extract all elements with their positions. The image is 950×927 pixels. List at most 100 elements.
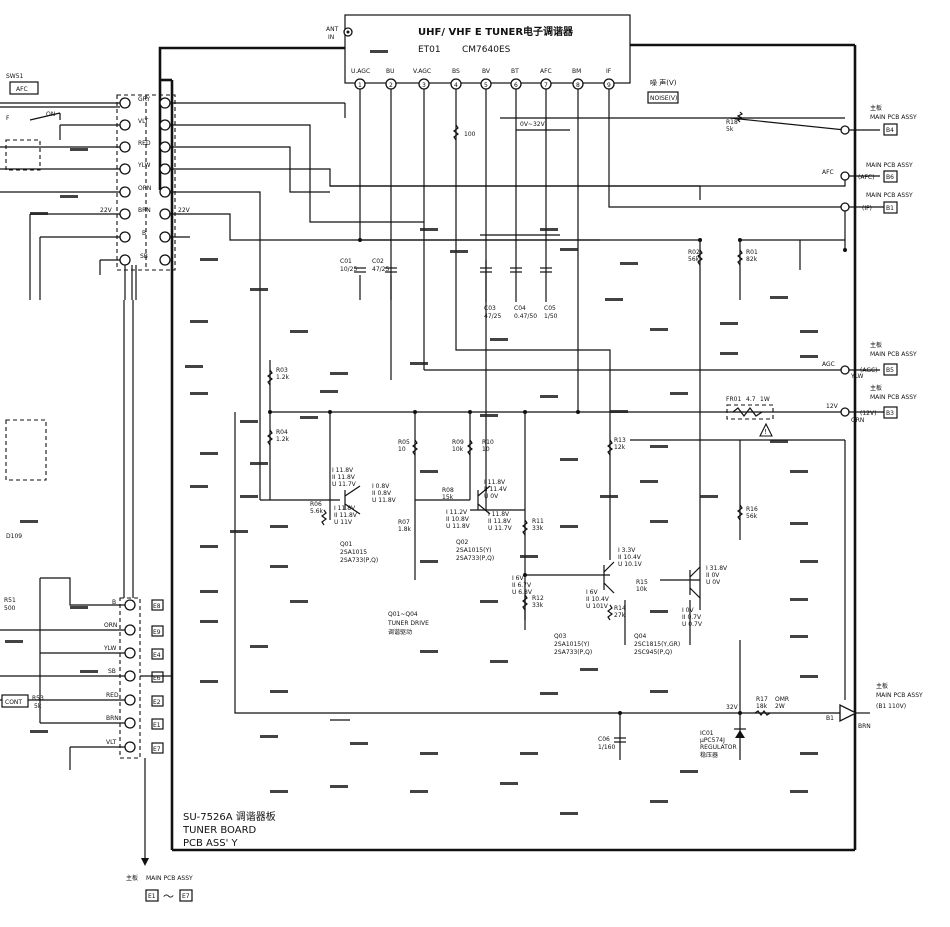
pin-label-9: IF xyxy=(606,68,612,75)
ink-mark xyxy=(260,735,278,738)
svg-text:U 11V: U 11V xyxy=(334,519,353,526)
tuner-model: CM7640ES xyxy=(462,45,511,55)
svg-text:R02: R02 xyxy=(688,249,700,256)
ink-mark xyxy=(540,228,558,231)
ink-mark xyxy=(770,296,788,299)
svg-text:18k: 18k xyxy=(756,703,768,710)
svg-text:B1: B1 xyxy=(826,715,834,722)
svg-text:5.6k: 5.6k xyxy=(310,508,324,515)
wire-label-sb: SB xyxy=(140,253,148,260)
ink-mark xyxy=(520,752,538,755)
ink-mark xyxy=(200,545,218,548)
svg-text:OMR: OMR xyxy=(775,696,789,703)
svg-text:噪 声(V): 噪 声(V) xyxy=(650,78,677,87)
svg-text:MAIN PCB ASSY: MAIN PCB ASSY xyxy=(876,692,923,699)
svg-text:2SC945(P,Q): 2SC945(P,Q) xyxy=(634,649,672,656)
svg-text:R04: R04 xyxy=(276,429,288,436)
ink-mark xyxy=(520,555,538,558)
ink-mark xyxy=(350,742,368,745)
svg-text:82k: 82k xyxy=(746,256,758,263)
svg-text:II 10.4V: II 10.4V xyxy=(586,596,610,603)
svg-text:MAIN PCB ASSY: MAIN PCB ASSY xyxy=(870,394,917,401)
svg-text:R06: R06 xyxy=(310,501,322,508)
svg-text:SB: SB xyxy=(108,668,116,675)
tuner-pin-5: 5 xyxy=(480,78,492,90)
ink-mark xyxy=(410,790,428,793)
ink-mark xyxy=(560,458,578,461)
ink-mark xyxy=(770,440,788,443)
ink-mark xyxy=(560,812,578,815)
svg-text:(B1 110V): (B1 110V) xyxy=(876,703,906,710)
svg-text:主板: 主板 xyxy=(876,682,888,690)
ink-mark xyxy=(700,495,718,498)
svg-text:1.2k: 1.2k xyxy=(276,436,290,443)
svg-text:5: 5 xyxy=(484,82,488,89)
ink-mark xyxy=(240,495,258,498)
ink-mark xyxy=(790,635,808,638)
ink-mark xyxy=(420,560,438,563)
noise-label: 噪 声(V) NOISE(V) xyxy=(647,78,679,104)
ink-mark xyxy=(30,730,48,733)
ink-mark xyxy=(580,668,598,671)
svg-text:33k: 33k xyxy=(532,525,544,532)
svg-text:2SA1015(Y): 2SA1015(Y) xyxy=(456,547,491,554)
ink-mark xyxy=(800,330,818,333)
pin-label-2: BU xyxy=(386,68,395,75)
svg-text:R18: R18 xyxy=(726,119,738,126)
ant-label-2: IN xyxy=(328,34,334,41)
ink-mark xyxy=(80,670,98,673)
lower-connector: E8 E9 E4 E6 E2 E1 E7 B ORN YLW SB RED BR… xyxy=(0,300,172,866)
pin-label-8: BM xyxy=(572,68,581,75)
ink-mark xyxy=(70,148,88,151)
svg-text:56k: 56k xyxy=(746,513,758,520)
ink-mark xyxy=(190,320,208,323)
ink-mark xyxy=(200,590,218,593)
svg-text:2SA733(P,Q): 2SA733(P,Q) xyxy=(456,555,494,562)
ink-mark xyxy=(330,372,348,375)
ink-mark xyxy=(490,660,508,663)
ink-mark xyxy=(790,522,808,525)
ink-mark xyxy=(650,690,668,693)
ink-mark xyxy=(480,600,498,603)
svg-text:10k: 10k xyxy=(636,586,648,593)
warning-icon xyxy=(759,422,773,437)
svg-text:I 6V: I 6V xyxy=(512,575,524,582)
svg-text:U 10.1V: U 10.1V xyxy=(618,561,643,568)
svg-text:Q03: Q03 xyxy=(554,633,567,640)
svg-text:B: B xyxy=(112,599,116,606)
transistor-q01: I 11.8V II 11.8V U 11.7V I 11.8V II 11.8… xyxy=(332,467,397,564)
svg-text:2SA733(P,Q): 2SA733(P,Q) xyxy=(554,649,592,656)
ink-mark xyxy=(320,390,338,393)
svg-text:II 0.8V: II 0.8V xyxy=(372,490,392,497)
ink-mark xyxy=(800,560,818,563)
transistor-q02: I 11.8V II 11.4V U 0V I 11.2V II 10.8V U… xyxy=(446,479,513,562)
svg-text:I 11.2V: I 11.2V xyxy=(446,509,468,516)
ink-mark xyxy=(230,530,248,533)
ink-mark xyxy=(20,520,38,523)
svg-text:U 11.8V: U 11.8V xyxy=(372,497,397,504)
v22-right: 22V xyxy=(178,207,191,214)
svg-text:E9: E9 xyxy=(153,629,161,636)
ink-mark xyxy=(290,600,308,603)
svg-text:B4: B4 xyxy=(886,127,894,134)
svg-text:32V: 32V xyxy=(726,704,739,711)
right-block-b1: MAIN PCB ASSY (IF) B1 xyxy=(862,192,913,214)
ink-mark xyxy=(560,248,578,251)
svg-text:MAIN PCB ASSY: MAIN PCB ASSY xyxy=(870,351,917,358)
svg-text:9: 9 xyxy=(607,82,611,89)
svg-text:E7: E7 xyxy=(153,746,161,753)
tuner-pin-4: 4 xyxy=(450,78,462,90)
svg-text:10: 10 xyxy=(482,446,490,453)
svg-text:0V~32V: 0V~32V xyxy=(520,121,546,128)
svg-text:YLW: YLW xyxy=(850,373,863,380)
svg-text:10/25: 10/25 xyxy=(340,266,357,273)
svg-text:TUNER DRIVE: TUNER DRIVE xyxy=(387,620,429,627)
illegible-ink-marks xyxy=(5,50,818,815)
ink-mark xyxy=(610,410,628,413)
ink-mark xyxy=(420,752,438,755)
svg-text:2SA1015: 2SA1015 xyxy=(340,549,367,556)
pin-label-1: U.AGC xyxy=(351,68,370,75)
tuner-code: ET01 xyxy=(418,45,441,55)
lower-pin-e2: E2 xyxy=(124,694,164,707)
ink-mark xyxy=(560,525,578,528)
